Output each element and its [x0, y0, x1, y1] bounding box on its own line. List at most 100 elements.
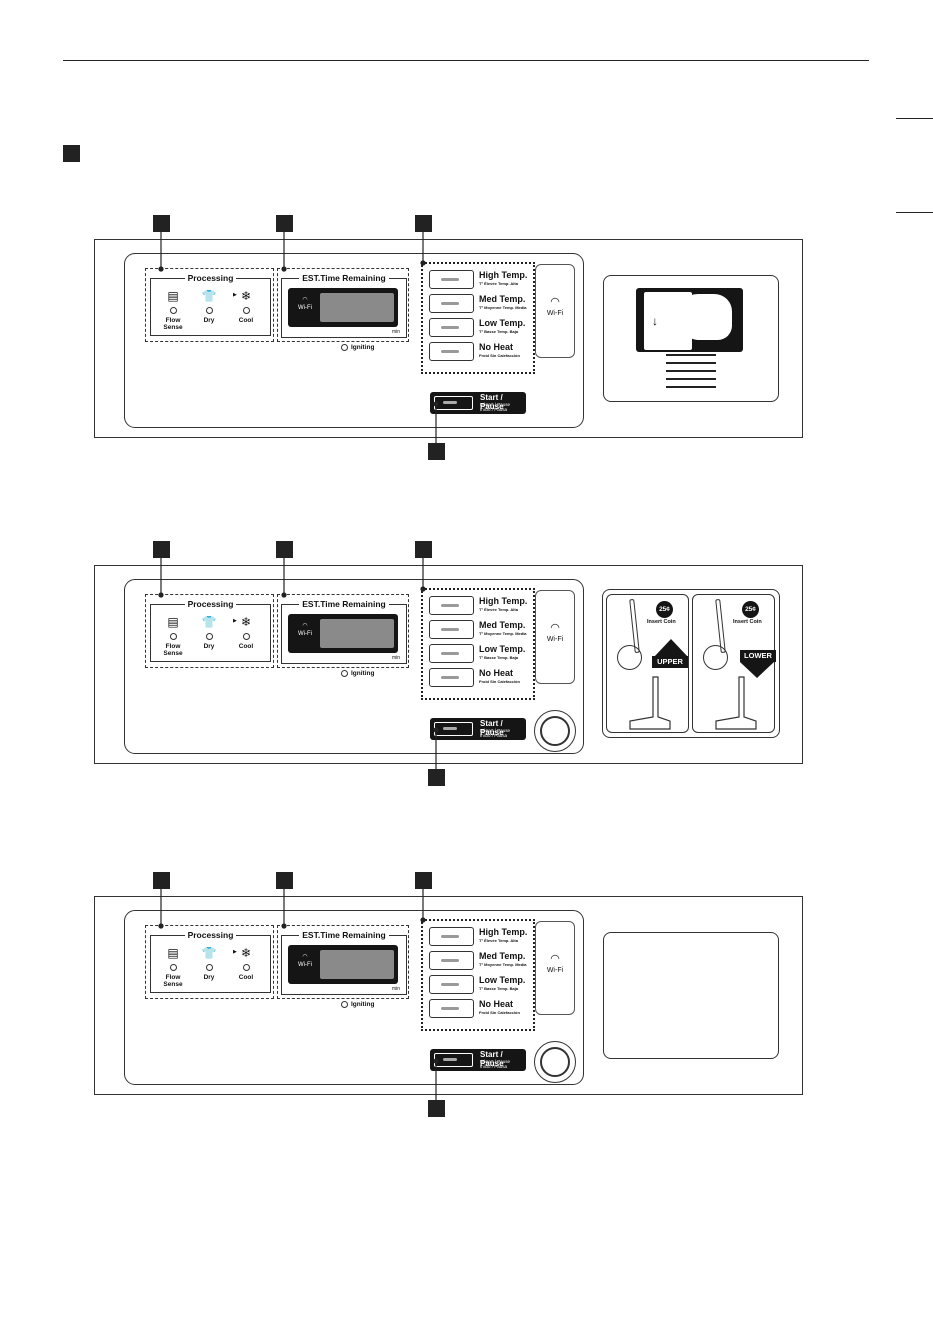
- temp-sub-label: T° Moyenne Temp. Media: [479, 631, 527, 636]
- temp-sub-label: T° Basse Temp. Baja: [479, 986, 519, 991]
- temperature-group-outline: High Temp. T° Élevée Temp. Alta Med Temp…: [421, 262, 535, 374]
- callout-temperature: [415, 872, 432, 889]
- start-pause-button[interactable]: Start / Pause Départ / Pause Inicio / Pa…: [430, 1049, 526, 1071]
- callout-time-remaining: [276, 215, 293, 232]
- igniting-indicator: Igniting: [341, 1001, 374, 1008]
- low-temp-button[interactable]: [429, 644, 474, 663]
- callout-start-pause: [428, 1100, 445, 1117]
- med-temp-button[interactable]: [429, 294, 474, 313]
- high-temp-button[interactable]: [429, 270, 474, 289]
- callout-temperature: [415, 541, 432, 558]
- temp-label: No Heat: [479, 999, 514, 1009]
- coin-slide-assembly: 25¢ Insert Coin UPPER 25¢ Insert Coin LO…: [602, 589, 780, 738]
- stage-led: [169, 633, 177, 640]
- no-heat-button[interactable]: [429, 999, 474, 1018]
- no-heat-button[interactable]: [429, 668, 474, 687]
- insert-coin-label: Insert Coin: [647, 619, 676, 625]
- min-label: min: [391, 986, 400, 992]
- low-temp-button[interactable]: [429, 975, 474, 994]
- temp-label: Low Temp.: [479, 318, 526, 328]
- control-panel: Processing ▤ Flow Sense 👕 Dry ▶ ❄ Cool E…: [124, 579, 584, 754]
- door-lock-knob[interactable]: [534, 710, 576, 752]
- start-pause-button[interactable]: Start / Pause Départ / Pause Inicio / Pa…: [430, 392, 526, 414]
- lcd-screen: [320, 619, 394, 648]
- lower-label: LOWER: [740, 650, 776, 662]
- stage-led: [205, 307, 213, 314]
- stage-cool: ❄ Cool: [228, 289, 264, 324]
- temp-sub-label: Froid Sin Calefacción: [479, 353, 520, 358]
- temp-sub-label: T° Basse Temp. Baja: [479, 655, 519, 660]
- start-pause-label: Start / Pause: [480, 393, 504, 411]
- coin-circle: [617, 645, 642, 670]
- igniting-led: [341, 670, 348, 677]
- dry-shirt-icon: 👕: [201, 289, 217, 303]
- stage-label: Flow Sense: [163, 643, 183, 657]
- temp-label: Low Temp.: [479, 975, 526, 985]
- high-temp-button[interactable]: [429, 927, 474, 946]
- wifi-label: Wi-Fi: [546, 310, 564, 317]
- temp-label: Med Temp.: [479, 620, 526, 630]
- wifi-icon: ◠: [550, 622, 560, 634]
- cool-icon: ❄: [240, 289, 252, 303]
- wifi-icon: ◠: [550, 953, 560, 965]
- time-remaining-title: EST.Time Remaining: [299, 599, 389, 609]
- no-heat-button[interactable]: [429, 342, 474, 361]
- flow-sense-icon: ▤: [167, 289, 179, 303]
- temperature-group-outline: High Temp. T° Élevée Temp. Alta Med Temp…: [421, 919, 535, 1031]
- wifi-panel: ◠ Wi-Fi: [535, 264, 575, 358]
- med-temp-button[interactable]: [429, 951, 474, 970]
- callout-processing: [153, 872, 170, 889]
- temp-label: Med Temp.: [479, 294, 526, 304]
- start-pause-key: [434, 1053, 473, 1067]
- processing-box: Processing ▤ Flow Sense 👕 Dry ▶ ❄ Cool: [150, 599, 271, 662]
- stage-led: [242, 633, 250, 640]
- arrow-right-icon: ▶: [233, 292, 237, 298]
- temp-label: Med Temp.: [479, 951, 526, 961]
- high-temp-button[interactable]: [429, 596, 474, 615]
- temp-med-row: Med Temp. T° Moyenne Temp. Media: [429, 620, 533, 641]
- temp-label: High Temp.: [479, 927, 528, 937]
- slide-handle-icon: [715, 676, 757, 730]
- temperature-group-outline: High Temp. T° Élevée Temp. Alta Med Temp…: [421, 588, 535, 700]
- coin-circle: [703, 645, 728, 670]
- stage-flow-sense: ▤ Flow Sense: [155, 289, 191, 331]
- stage-flow-sense: ▤ Flow Sense: [155, 946, 191, 988]
- temp-sub-label: T° Élevée Temp. Alta: [479, 938, 518, 943]
- coin-slide-lower[interactable]: 25¢ Insert Coin LOWER: [692, 594, 776, 733]
- wifi-panel: ◠ Wi-Fi: [535, 921, 575, 1015]
- stage-cool: ❄ Cool: [228, 946, 264, 981]
- temp-label: No Heat: [479, 342, 514, 352]
- temp-high-row: High Temp. T° Élevée Temp. Alta: [429, 270, 533, 291]
- start-pause-sub-label: Départ / Pause Inicio / Pausa: [480, 402, 511, 412]
- wifi-icon: ◠Wi-Fi: [298, 297, 312, 311]
- coin-slide-upper[interactable]: 25¢ Insert Coin UPPER: [606, 594, 689, 733]
- callout-temperature: [415, 215, 432, 232]
- temp-med-row: Med Temp. T° Moyenne Temp. Media: [429, 951, 533, 972]
- stage-led: [242, 307, 250, 314]
- processing-group-outline: [145, 925, 274, 999]
- temp-label: Low Temp.: [479, 644, 526, 654]
- min-label: min: [391, 655, 400, 661]
- low-temp-button[interactable]: [429, 318, 474, 337]
- temp-sub-label: T° Basse Temp. Baja: [479, 329, 519, 334]
- door-lock-knob[interactable]: [534, 1041, 576, 1083]
- temp-high-row: High Temp. T° Élevée Temp. Alta: [429, 927, 533, 948]
- wifi-icon: ◠Wi-Fi: [298, 623, 312, 637]
- temp-label: No Heat: [479, 668, 514, 678]
- stage-flow-sense: ▤ Flow Sense: [155, 615, 191, 657]
- stage-cool: ❄ Cool: [228, 615, 264, 650]
- med-temp-button[interactable]: [429, 620, 474, 639]
- callout-processing: [153, 541, 170, 558]
- hand-icon: [676, 294, 732, 340]
- dry-shirt-icon: 👕: [201, 946, 217, 960]
- wifi-label: Wi-Fi: [546, 636, 564, 643]
- temp-sub-label: Froid Sin Calefacción: [479, 679, 520, 684]
- arrow-up-icon: [654, 639, 688, 657]
- igniting-indicator: Igniting: [341, 344, 374, 351]
- stage-label: Dry: [203, 317, 215, 324]
- lcd-screen: [320, 950, 394, 979]
- accessory-blank-panel: [603, 932, 779, 1059]
- start-pause-button[interactable]: Start / Pause Départ / Pause Inicio / Pa…: [430, 718, 526, 740]
- stage-dry: 👕 Dry: [191, 615, 227, 650]
- min-label: min: [391, 329, 400, 335]
